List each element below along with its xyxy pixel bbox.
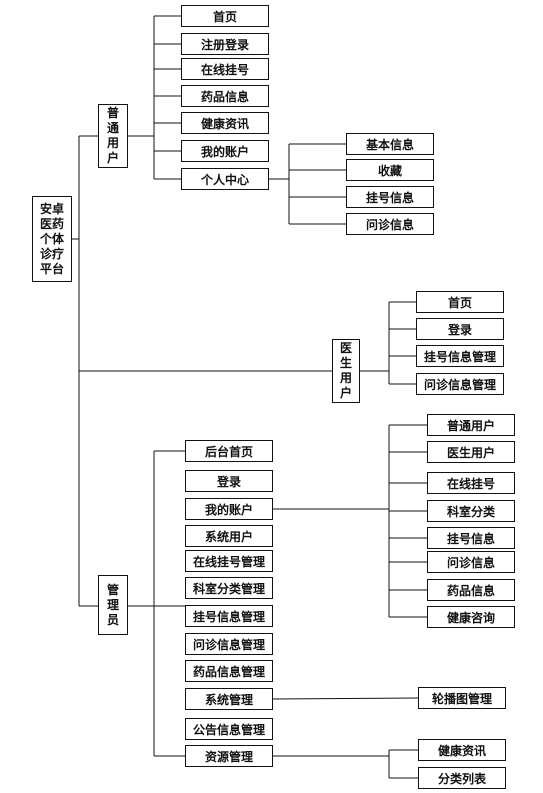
node-label: 健康咨询 — [446, 610, 495, 625]
node-label: 登录 — [447, 322, 472, 337]
node-label: 个人中心 — [200, 172, 249, 187]
node-label: 收藏 — [377, 163, 402, 178]
node-doctor-login: 登录 — [416, 318, 504, 340]
node-admin-regular-user: 普通用户 — [427, 414, 515, 436]
node-label: 分类列表 — [437, 771, 486, 786]
node-system-mgmt: 系统管理 — [185, 688, 273, 710]
node-label: 后台首页 — [204, 444, 253, 459]
node-carousel-mgmt: 轮播图管理 — [418, 687, 506, 709]
node-online-registration: 在线挂号 — [181, 58, 269, 80]
node-personal-center: 个人中心 — [181, 168, 269, 190]
node-label: 问诊信息 — [365, 217, 414, 232]
node-admin-my-account: 我的账户 — [185, 498, 273, 520]
node-label: 挂号信息管理 — [423, 349, 496, 364]
node-announcement-mgmt: 公告信息管理 — [185, 718, 273, 740]
node-admin-drug-info: 药品信息 — [427, 579, 515, 601]
node-label: 系统管理 — [204, 692, 253, 707]
branch-doctor-user: 医 生 用 户 — [332, 339, 360, 403]
node-drug-info-mgmt: 药品信息管理 — [185, 660, 273, 682]
node-label: 在线挂号 — [446, 476, 495, 491]
node-label: 健康资讯 — [437, 743, 486, 758]
node-label: 挂号信息 — [446, 531, 495, 546]
node-label: 科室分类管理 — [192, 581, 265, 596]
node-category-list: 分类列表 — [418, 767, 506, 789]
root-node: 安卓 医药 个体 诊疗 平台 — [32, 196, 72, 282]
node-label: 在线挂号管理 — [192, 554, 265, 569]
node-consultation-mgmt: 问诊信息管理 — [416, 373, 504, 395]
branch-label: 管 理 员 — [106, 582, 119, 627]
node-admin-consultation-info: 问诊信息 — [427, 551, 515, 573]
node-admin-department: 科室分类 — [427, 500, 515, 522]
node-label: 问诊信息管理 — [423, 377, 496, 392]
node-label: 登录 — [216, 474, 241, 489]
node-label: 药品信息管理 — [192, 664, 265, 679]
node-admin-dashboard: 后台首页 — [185, 440, 273, 462]
node-my-account: 我的账户 — [181, 140, 269, 162]
node-label: 问诊信息管理 — [192, 637, 265, 652]
node-registration-mgmt: 挂号信息管理 — [416, 345, 504, 367]
node-label: 系统用户 — [204, 529, 253, 544]
node-admin-consultation-mgmt: 问诊信息管理 — [185, 633, 273, 655]
node-label: 注册登录 — [200, 37, 249, 52]
node-label: 轮播图管理 — [431, 691, 492, 706]
node-consultation-info: 问诊信息 — [346, 213, 434, 235]
node-admin-registration-info: 挂号信息 — [427, 527, 515, 549]
connector-line — [272, 697, 419, 700]
node-home: 首页 — [181, 5, 269, 27]
node-register-login: 注册登录 — [181, 33, 269, 55]
branch-regular-user: 普 通 用 户 — [98, 104, 128, 168]
node-label: 挂号信息 — [365, 190, 414, 205]
node-resource-mgmt: 资源管理 — [185, 745, 273, 767]
node-admin-online-registration: 在线挂号 — [427, 472, 515, 494]
node-label: 首页 — [447, 295, 472, 310]
node-label: 我的账户 — [200, 144, 249, 159]
node-admin-doctor-user: 医生用户 — [427, 441, 515, 463]
node-system-user: 系统用户 — [185, 525, 273, 547]
node-basic-info: 基本信息 — [346, 133, 434, 155]
node-online-registration-mgmt: 在线挂号管理 — [185, 550, 273, 572]
node-label: 首页 — [212, 9, 237, 24]
node-label: 在线挂号 — [200, 62, 249, 77]
branch-admin: 管 理 员 — [98, 575, 128, 635]
node-registration-info: 挂号信息 — [346, 186, 434, 208]
node-favorites: 收藏 — [346, 159, 434, 181]
node-admin-health-consult: 健康咨询 — [427, 606, 515, 628]
node-label: 问诊信息 — [446, 555, 495, 570]
node-resource-health-news: 健康资讯 — [418, 739, 506, 761]
branch-label: 医 生 用 户 — [339, 341, 352, 400]
node-label: 挂号信息管理 — [192, 609, 265, 624]
root-label: 安卓 医药 个体 诊疗 平台 — [39, 201, 64, 276]
node-health-news: 健康资讯 — [181, 112, 269, 134]
node-label: 药品信息 — [446, 583, 495, 598]
node-label: 药品信息 — [200, 89, 249, 104]
branch-label: 普 通 用 户 — [106, 106, 119, 165]
node-label: 公告信息管理 — [192, 722, 265, 737]
node-label: 普通用户 — [446, 418, 495, 433]
node-label: 我的账户 — [204, 502, 253, 517]
node-label: 健康资讯 — [200, 116, 249, 131]
node-label: 资源管理 — [204, 749, 253, 764]
node-drug-info: 药品信息 — [181, 85, 269, 107]
node-doctor-home: 首页 — [416, 291, 504, 313]
node-department-mgmt: 科室分类管理 — [185, 577, 273, 599]
node-label: 医生用户 — [446, 445, 495, 460]
node-label: 科室分类 — [446, 504, 495, 519]
node-admin-registration-mgmt: 挂号信息管理 — [185, 605, 273, 627]
node-admin-login: 登录 — [185, 470, 273, 492]
node-label: 基本信息 — [365, 137, 414, 152]
